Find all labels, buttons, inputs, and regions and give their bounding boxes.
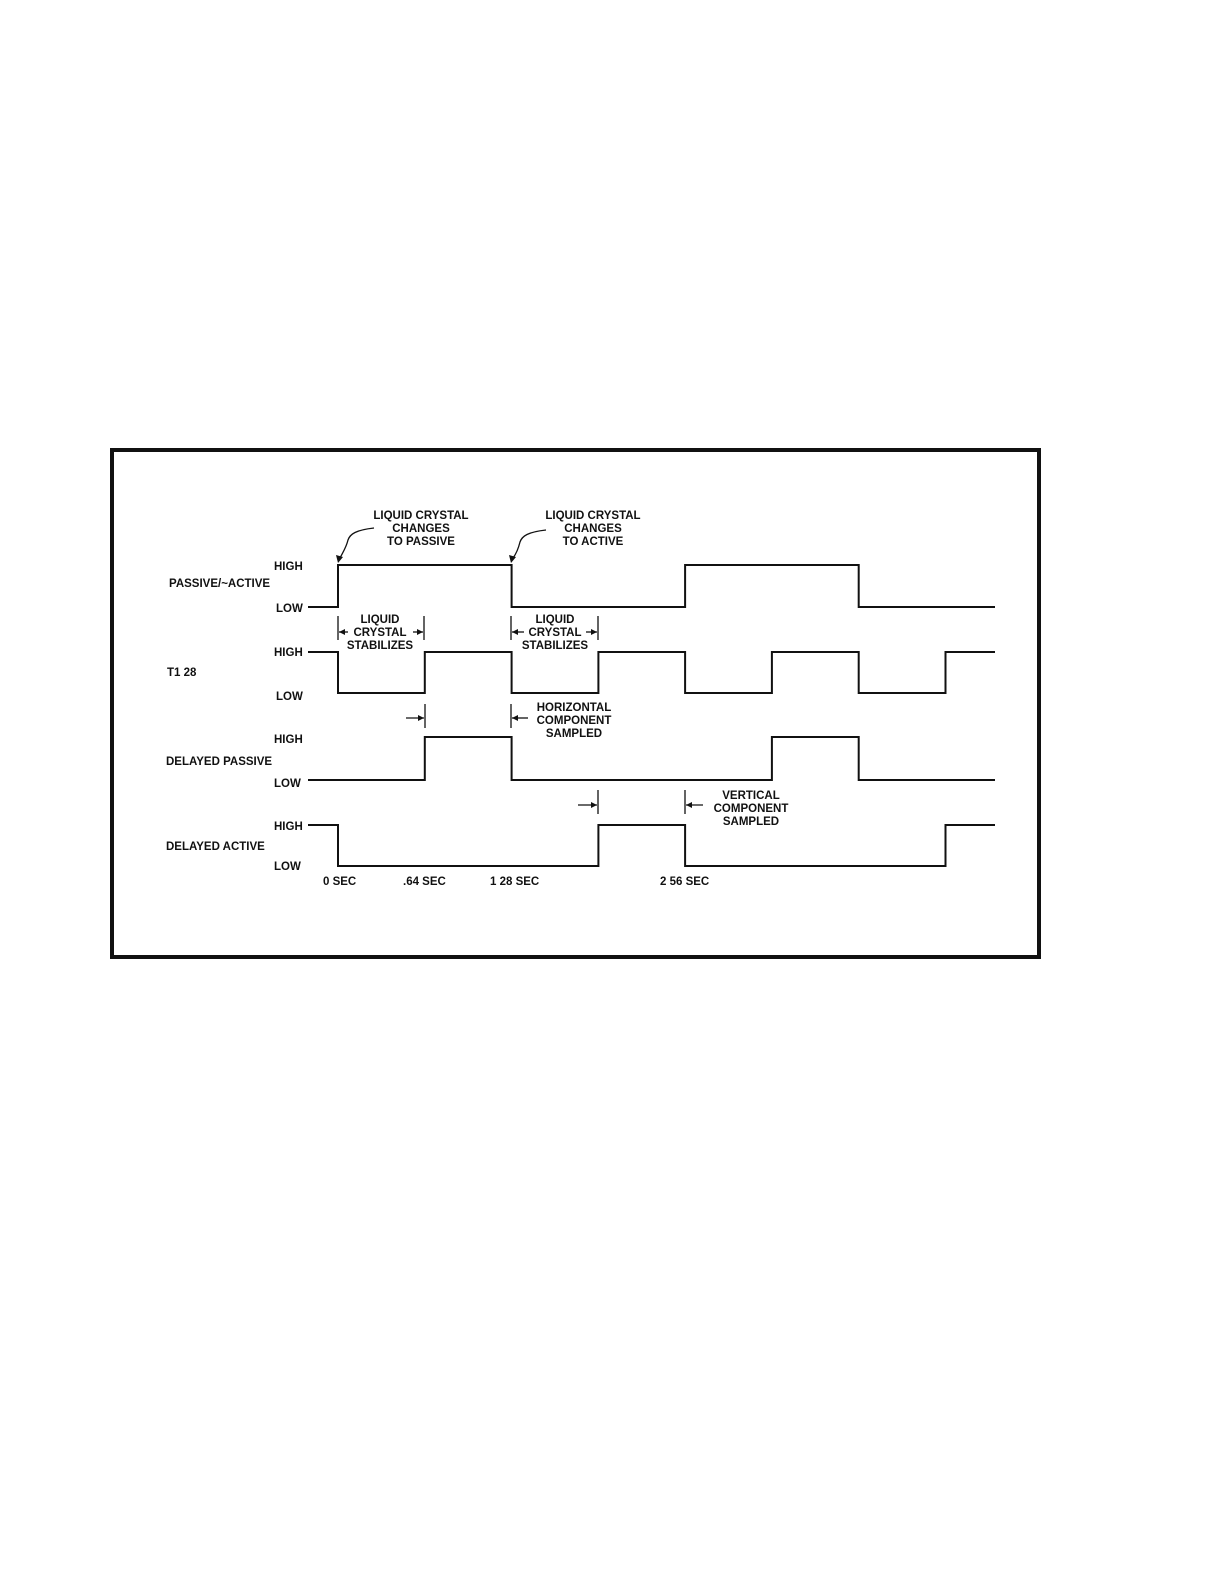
- time-label-0: 0 SEC: [323, 876, 356, 888]
- low-label-passive-active: LOW: [276, 603, 303, 615]
- stabilizes-1-line-1: LIQUID: [361, 614, 400, 626]
- annotation-horizontal: HORIZONTAL COMPONENT SAMPLED: [406, 702, 611, 740]
- signal-label-delayed-passive: DELAYED PASSIVE: [166, 756, 272, 768]
- annotation-lc-passive-arrowhead: [336, 555, 343, 563]
- signal-label-t128: T1 28: [167, 667, 197, 679]
- waveform-delayed-passive: [308, 737, 995, 780]
- waveform-delayed-active: [308, 825, 995, 866]
- vertical-right-arrowhead: [686, 802, 692, 808]
- stabilizes-2-line-1: LIQUID: [536, 614, 575, 626]
- annotation-lc-passive-line-1: LIQUID CRYSTAL: [373, 510, 468, 522]
- time-label-128: 1 28 SEC: [490, 876, 539, 888]
- annotation-vertical: VERTICAL COMPONENT SAMPLED: [578, 790, 788, 828]
- horizontal-line-1: HORIZONTAL: [537, 702, 612, 714]
- annotation-lc-active: LIQUID CRYSTAL CHANGES TO ACTIVE: [509, 510, 641, 563]
- vertical-line-2: COMPONENT: [714, 803, 789, 815]
- annotation-lc-passive: LIQUID CRYSTAL CHANGES TO PASSIVE: [336, 510, 469, 563]
- annotation-lc-passive-leader: [340, 528, 374, 558]
- high-label-passive-active: HIGH: [274, 561, 303, 573]
- time-label-064: .64 SEC: [403, 876, 446, 888]
- time-label-256: 2 56 SEC: [660, 876, 709, 888]
- stabilizes-1-left-arrowhead: [339, 629, 345, 635]
- stabilizes-1-line-2: CRYSTAL: [353, 627, 406, 639]
- annotation-stabilizes-2: LIQUID CRYSTAL STABILIZES: [511, 614, 598, 652]
- high-label-t128: HIGH: [274, 647, 303, 659]
- signal-label-delayed-active: DELAYED ACTIVE: [166, 841, 265, 853]
- annotation-lc-active-line-3: TO ACTIVE: [563, 536, 624, 548]
- stabilizes-2-right-arrowhead: [591, 629, 597, 635]
- signal-label-passive-active: PASSIVE/~ACTIVE: [169, 578, 270, 590]
- annotation-stabilizes-1: LIQUID CRYSTAL STABILIZES: [338, 614, 424, 652]
- vertical-line-1: VERTICAL: [722, 790, 780, 802]
- horizontal-right-arrowhead: [512, 715, 518, 721]
- stabilizes-2-line-2: CRYSTAL: [528, 627, 581, 639]
- annotation-lc-active-line-2: CHANGES: [564, 523, 622, 535]
- stabilizes-2-line-3: STABILIZES: [522, 640, 589, 652]
- stabilizes-1-right-arrowhead: [417, 629, 423, 635]
- annotation-lc-passive-line-3: TO PASSIVE: [387, 536, 455, 548]
- waveform-t128: [308, 652, 995, 693]
- low-label-delayed-active: LOW: [274, 861, 301, 873]
- stabilizes-1-line-3: STABILIZES: [347, 640, 414, 652]
- waveform-passive-active: [308, 565, 995, 607]
- annotation-lc-active-leader: [513, 530, 546, 558]
- horizontal-left-arrowhead: [418, 715, 424, 721]
- annotation-lc-active-line-1: LIQUID CRYSTAL: [545, 510, 640, 522]
- high-label-delayed-passive: HIGH: [274, 734, 303, 746]
- low-label-delayed-passive: LOW: [274, 778, 301, 790]
- high-label-delayed-active: HIGH: [274, 821, 303, 833]
- annotation-lc-passive-line-2: CHANGES: [392, 523, 450, 535]
- stabilizes-2-left-arrowhead: [512, 629, 518, 635]
- vertical-line-3: SAMPLED: [723, 816, 779, 828]
- horizontal-line-3: SAMPLED: [546, 728, 602, 740]
- horizontal-line-2: COMPONENT: [537, 715, 612, 727]
- low-label-t128: LOW: [276, 691, 303, 703]
- vertical-left-arrowhead: [591, 802, 597, 808]
